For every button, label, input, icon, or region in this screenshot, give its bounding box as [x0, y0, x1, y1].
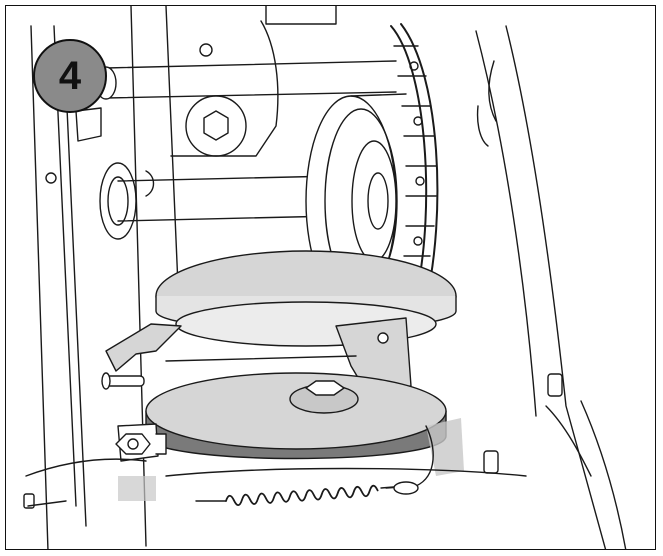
sprocket-chain	[390, 23, 439, 302]
step-number: 4	[58, 54, 82, 98]
upper-disc	[155, 250, 457, 347]
upper-shaft	[95, 60, 397, 100]
center-nut	[185, 95, 247, 157]
tension-spring	[195, 481, 419, 507]
belt-guide-bracket	[105, 317, 412, 392]
clevis-pin	[101, 372, 145, 390]
drive-assembly-illustration	[23, 6, 627, 549]
step-number-badge: 4	[33, 39, 107, 113]
lower-shaft	[99, 162, 337, 240]
illustration-frame: 4	[5, 5, 656, 550]
adjuster-bolt	[115, 423, 167, 501]
housing-right	[475, 25, 627, 549]
base-plate	[23, 458, 527, 509]
lower-pulley	[145, 372, 447, 460]
